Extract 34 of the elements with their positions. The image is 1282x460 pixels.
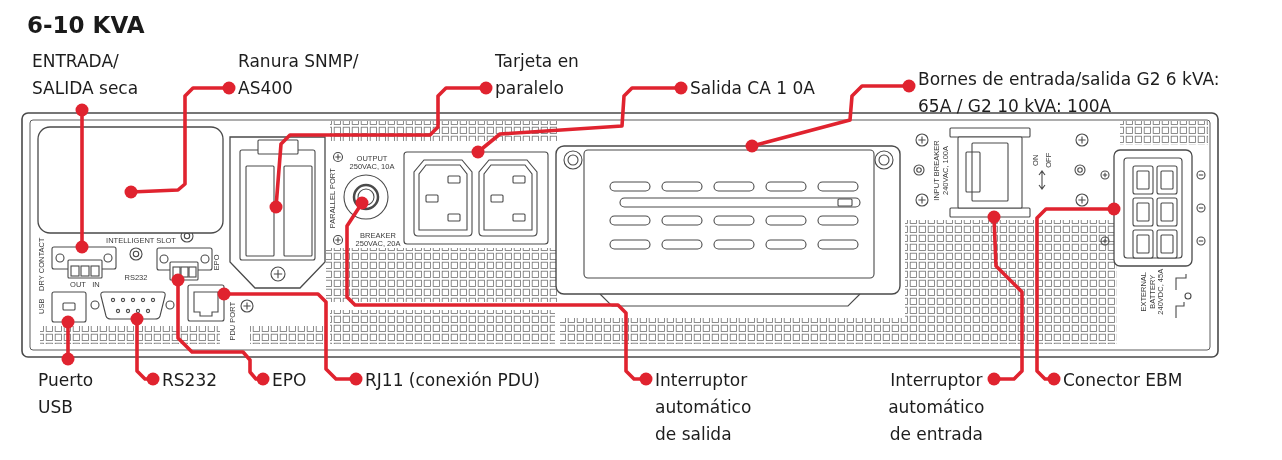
power-outlets — [403, 151, 549, 245]
callout-label: Tarjeta en paralelo — [495, 48, 580, 102]
breaker-button — [343, 174, 389, 220]
leader-line — [987, 210, 1024, 386]
phone-jack — [187, 284, 225, 322]
callout-label: ENTRADA/ SALIDA seca — [32, 48, 140, 102]
terminal-block — [51, 246, 117, 279]
callout-label: EPO — [272, 367, 308, 394]
leader-line — [269, 81, 493, 214]
callout-label: Puerto USB — [38, 367, 95, 421]
leader-line — [345, 196, 653, 386]
callout-label: RJ11 (conexión PDU) — [365, 367, 541, 394]
callout-label: Bornes de entrada/salida G2 6 kVA: 65A / G2 10 kVA: 100A — [918, 66, 1221, 120]
breaker-switch — [949, 127, 1031, 218]
card-slot — [229, 136, 326, 289]
callout-label: Interruptor automático de salida — [655, 367, 753, 448]
leader-line — [471, 81, 688, 159]
leader-line — [1035, 202, 1121, 386]
callout-label: Ranura SNMP/ AS400 — [238, 48, 360, 102]
terminal-block — [156, 247, 213, 281]
callout-label: Conector EBM — [1063, 367, 1184, 394]
serial-port — [90, 291, 175, 320]
leader-line — [171, 273, 270, 386]
battery-connector — [1113, 149, 1193, 267]
callout-label: RS232 — [162, 367, 219, 394]
diagram-title: 6-10 KVA — [27, 11, 146, 39]
callout-label: Salida CA 1 0A — [690, 75, 816, 102]
usb-port — [51, 291, 87, 323]
leader-line — [130, 312, 160, 386]
callout-label: Interruptor automático de entrada — [887, 367, 986, 448]
leader-line — [217, 287, 363, 386]
terminal-cover — [555, 145, 901, 295]
leader-line — [61, 315, 75, 366]
leader-line — [745, 79, 916, 153]
